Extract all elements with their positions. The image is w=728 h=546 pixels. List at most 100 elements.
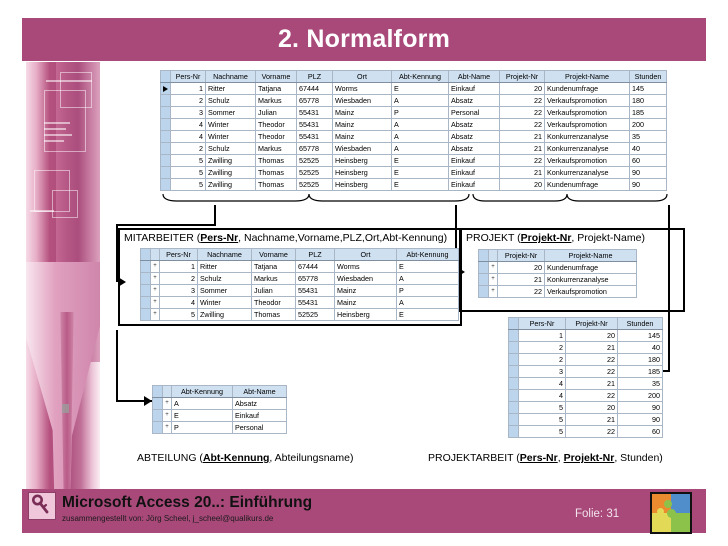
row-selector[interactable] <box>508 353 519 366</box>
cell-projekt-nr[interactable]: 20 <box>499 82 545 95</box>
cell-pers-nr[interactable]: 5 <box>159 308 198 321</box>
row-selector[interactable] <box>140 296 151 309</box>
row-selector[interactable] <box>152 409 163 422</box>
cell-pers-nr[interactable]: 2 <box>518 341 566 354</box>
cell-plz[interactable]: 52525 <box>296 178 333 191</box>
row-selector[interactable] <box>140 284 151 297</box>
cell-nachname[interactable]: Schulz <box>205 94 256 107</box>
cell-abt-name[interactable]: Einkauf <box>448 154 500 167</box>
cell-vorname[interactable]: Markus <box>251 272 296 285</box>
column-header-projekt-nr[interactable]: Projekt-Nr <box>497 249 545 262</box>
cell-projekt-name[interactable]: Kundenumfrage <box>544 82 630 95</box>
cell-projekt-name[interactable]: Verkaufspromotion <box>544 94 630 107</box>
cell-vorname[interactable]: Tatjana <box>251 260 296 273</box>
row-selector[interactable] <box>160 166 171 179</box>
cell-projekt-nr[interactable]: 21 <box>499 166 545 179</box>
cell-ort[interactable]: Mainz <box>332 130 392 143</box>
cell-ort[interactable]: Wiesbaden <box>332 142 392 155</box>
cell-plz[interactable]: 55431 <box>296 106 333 119</box>
cell-projekt-name[interactable]: Kundenumfrage <box>544 178 630 191</box>
cell-pers-nr[interactable]: 5 <box>518 413 566 426</box>
cell-projekt-nr[interactable]: 21 <box>565 341 618 354</box>
cell-vorname[interactable]: Markus <box>255 94 297 107</box>
cell-stunden[interactable]: 35 <box>629 130 667 143</box>
cell-pers-nr[interactable]: 1 <box>170 82 206 95</box>
cell-pers-nr[interactable]: 3 <box>170 106 206 119</box>
column-header-vorname[interactable]: Vorname <box>255 70 297 83</box>
cell-nachname[interactable]: Winter <box>205 130 256 143</box>
cell-pers-nr[interactable]: 2 <box>170 142 206 155</box>
cell-abt-kennung[interactable]: P <box>171 421 233 434</box>
cell-pers-nr[interactable]: 3 <box>518 365 566 378</box>
cell-abt-kennung[interactable]: A <box>391 142 449 155</box>
row-selector[interactable] <box>478 261 489 274</box>
row-selector[interactable] <box>478 285 489 298</box>
cell-stunden[interactable]: 185 <box>629 106 667 119</box>
expand-subdatasheet-icon[interactable]: + <box>150 260 160 273</box>
column-header-nachname[interactable]: Nachname <box>197 248 252 261</box>
cell-projekt-nr[interactable]: 22 <box>499 118 545 131</box>
cell-ort[interactable]: Mainz <box>334 284 397 297</box>
column-header-stunden[interactable]: Stunden <box>617 317 663 330</box>
column-header-plz[interactable]: PLZ <box>295 248 335 261</box>
cell-projekt-name[interactable]: Konkurrenzanalyse <box>544 273 637 286</box>
cell-plz[interactable]: 55431 <box>295 284 335 297</box>
cell-nachname[interactable]: Ritter <box>197 260 252 273</box>
cell-nachname[interactable]: Zwilling <box>205 166 256 179</box>
cell-nachname[interactable]: Schulz <box>197 272 252 285</box>
column-header-projekt-nr[interactable]: Projekt-Nr <box>565 317 618 330</box>
cell-vorname[interactable]: Thomas <box>255 166 297 179</box>
cell-projekt-nr[interactable]: 20 <box>497 261 545 274</box>
cell-vorname[interactable]: Theodor <box>255 130 297 143</box>
cell-abt-name[interactable]: Absatz <box>448 130 500 143</box>
cell-pers-nr[interactable]: 4 <box>159 296 198 309</box>
column-header-ort[interactable]: Ort <box>332 70 392 83</box>
cell-plz[interactable]: 52525 <box>295 308 335 321</box>
cell-abt-kennung[interactable]: A <box>396 296 459 309</box>
cell-abt-kennung[interactable]: E <box>396 308 459 321</box>
cell-projekt-nr[interactable]: 20 <box>499 178 545 191</box>
cell-ort[interactable]: Heinsberg <box>334 308 397 321</box>
cell-plz[interactable]: 65778 <box>295 272 335 285</box>
row-selector[interactable] <box>508 341 519 354</box>
cell-abt-kennung[interactable]: A <box>391 130 449 143</box>
cell-pers-nr[interactable]: 5 <box>170 166 206 179</box>
row-selector[interactable] <box>508 389 519 402</box>
cell-plz[interactable]: 65778 <box>296 94 333 107</box>
cell-abt-kennung[interactable]: P <box>396 284 459 297</box>
cell-projekt-nr[interactable]: 22 <box>565 365 618 378</box>
column-header-abt-kennung[interactable]: Abt-Kennung <box>391 70 449 83</box>
expand-subdatasheet-icon[interactable]: + <box>162 409 172 422</box>
row-selector[interactable] <box>160 154 171 167</box>
cell-projekt-nr[interactable]: 20 <box>565 329 618 342</box>
cell-vorname[interactable]: Thomas <box>255 178 297 191</box>
cell-stunden[interactable]: 60 <box>617 425 663 438</box>
cell-vorname[interactable]: Theodor <box>251 296 296 309</box>
column-header-abt-name[interactable]: Abt-Name <box>232 385 287 398</box>
cell-projekt-nr[interactable]: 21 <box>565 413 618 426</box>
row-selector[interactable] <box>478 273 489 286</box>
cell-vorname[interactable]: Markus <box>255 142 297 155</box>
cell-projekt-nr[interactable]: 22 <box>499 94 545 107</box>
cell-abt-name[interactable]: Einkauf <box>232 409 287 422</box>
column-header-pers-nr[interactable]: Pers-Nr <box>170 70 206 83</box>
cell-projekt-nr[interactable]: 22 <box>499 106 545 119</box>
cell-plz[interactable]: 52525 <box>296 166 333 179</box>
row-selector[interactable] <box>160 94 171 107</box>
